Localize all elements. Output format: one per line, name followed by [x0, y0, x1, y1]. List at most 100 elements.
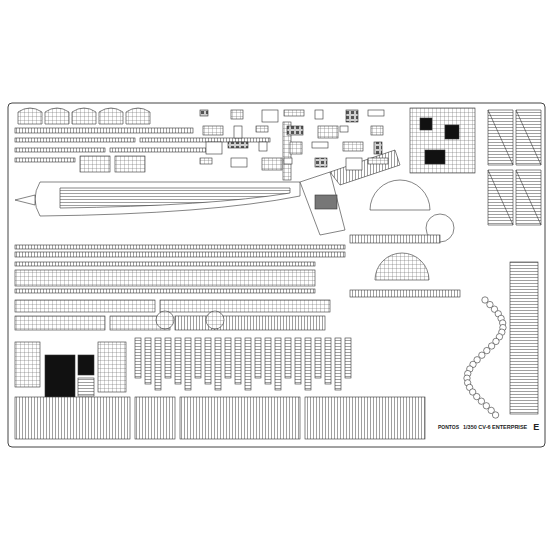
kit-title: 1/350 CV-6 ENTERPRISE [462, 425, 528, 431]
etched-part [445, 125, 459, 139]
etched-part [15, 262, 315, 266]
etched-part [35, 182, 300, 216]
etched-part [231, 110, 243, 119]
etched-part [305, 338, 311, 390]
etched-part [18, 108, 42, 124]
etched-part [15, 148, 105, 152]
etched-part [205, 338, 211, 384]
etched-part [315, 338, 321, 378]
etched-part [340, 126, 348, 132]
etched-part [488, 110, 513, 165]
etched-part [420, 118, 432, 130]
etched-part [78, 378, 94, 396]
etched-part [305, 397, 425, 439]
etched-part [15, 300, 155, 312]
etched-part [18, 108, 541, 418]
etched-part [284, 110, 304, 116]
etched-part [206, 311, 224, 329]
etched-part [200, 158, 212, 164]
etched-part [275, 338, 281, 390]
etched-part [287, 126, 303, 135]
etched-part [315, 158, 327, 167]
etched-part [225, 338, 231, 378]
etched-part [318, 126, 338, 138]
etched-part [516, 110, 541, 165]
etched-part [425, 150, 445, 164]
etched-part [375, 253, 429, 280]
etched-part [99, 108, 123, 124]
etched-part [15, 195, 35, 205]
etched-part [165, 338, 171, 378]
etched-part [325, 338, 331, 384]
etched-part [484, 347, 490, 353]
etched-part [482, 297, 488, 303]
etched-part [215, 338, 221, 390]
etched-part [368, 158, 388, 164]
etched-part [488, 170, 513, 225]
etched-part [15, 289, 315, 293]
etched-part [374, 142, 382, 154]
etched-part [15, 138, 135, 142]
etched-part [180, 397, 300, 439]
etched-part [185, 338, 191, 390]
etched-part [145, 338, 151, 384]
etched-part [45, 108, 69, 124]
etched-part [371, 126, 383, 135]
etched-part [492, 412, 498, 418]
etched-part [345, 338, 351, 378]
etched-part [15, 245, 345, 249]
etched-part [140, 138, 270, 142]
etched-part [135, 338, 141, 378]
etched-part [135, 397, 175, 439]
etched-part [262, 158, 282, 170]
etched-part [312, 142, 328, 148]
etched-part [410, 108, 475, 173]
etched-part [155, 338, 161, 390]
etched-part [284, 158, 292, 164]
etched-part [368, 110, 384, 116]
etched-part [126, 108, 150, 124]
etched-part [330, 150, 400, 185]
etched-part [235, 338, 241, 384]
etched-part [478, 398, 484, 404]
etched-part [60, 188, 290, 208]
etched-part [72, 108, 96, 124]
etched-part [231, 158, 247, 167]
etched-part [15, 252, 345, 257]
etched-part [295, 338, 301, 384]
etched-part [256, 126, 268, 132]
etched-part [206, 142, 222, 154]
etched-part [483, 403, 489, 409]
etched-part [350, 290, 460, 297]
etched-part [200, 110, 208, 116]
etched-part [234, 126, 242, 138]
etched-part [110, 148, 220, 152]
etched-part [255, 338, 261, 378]
etched-part [15, 397, 130, 439]
etched-part [203, 126, 223, 135]
etched-part [228, 142, 248, 148]
etched-part [335, 338, 341, 390]
etched-part [156, 311, 174, 329]
etched-part [15, 342, 40, 387]
maker-logo: PONTOS [437, 425, 460, 430]
etched-part [80, 156, 110, 172]
etched-part [350, 235, 440, 243]
etched-part [262, 110, 278, 122]
etched-part [175, 316, 325, 330]
etched-part [15, 158, 75, 162]
etched-part [15, 316, 105, 330]
etched-part [175, 338, 181, 384]
etched-part [160, 300, 330, 312]
etched-part [245, 338, 251, 390]
etched-part [195, 338, 201, 378]
etched-part [285, 338, 291, 378]
etched-part [15, 128, 193, 133]
etched-part [15, 270, 315, 286]
etched-part [8, 103, 545, 447]
etched-part [98, 342, 126, 392]
etched-part [315, 110, 323, 119]
etched-part [290, 142, 302, 154]
